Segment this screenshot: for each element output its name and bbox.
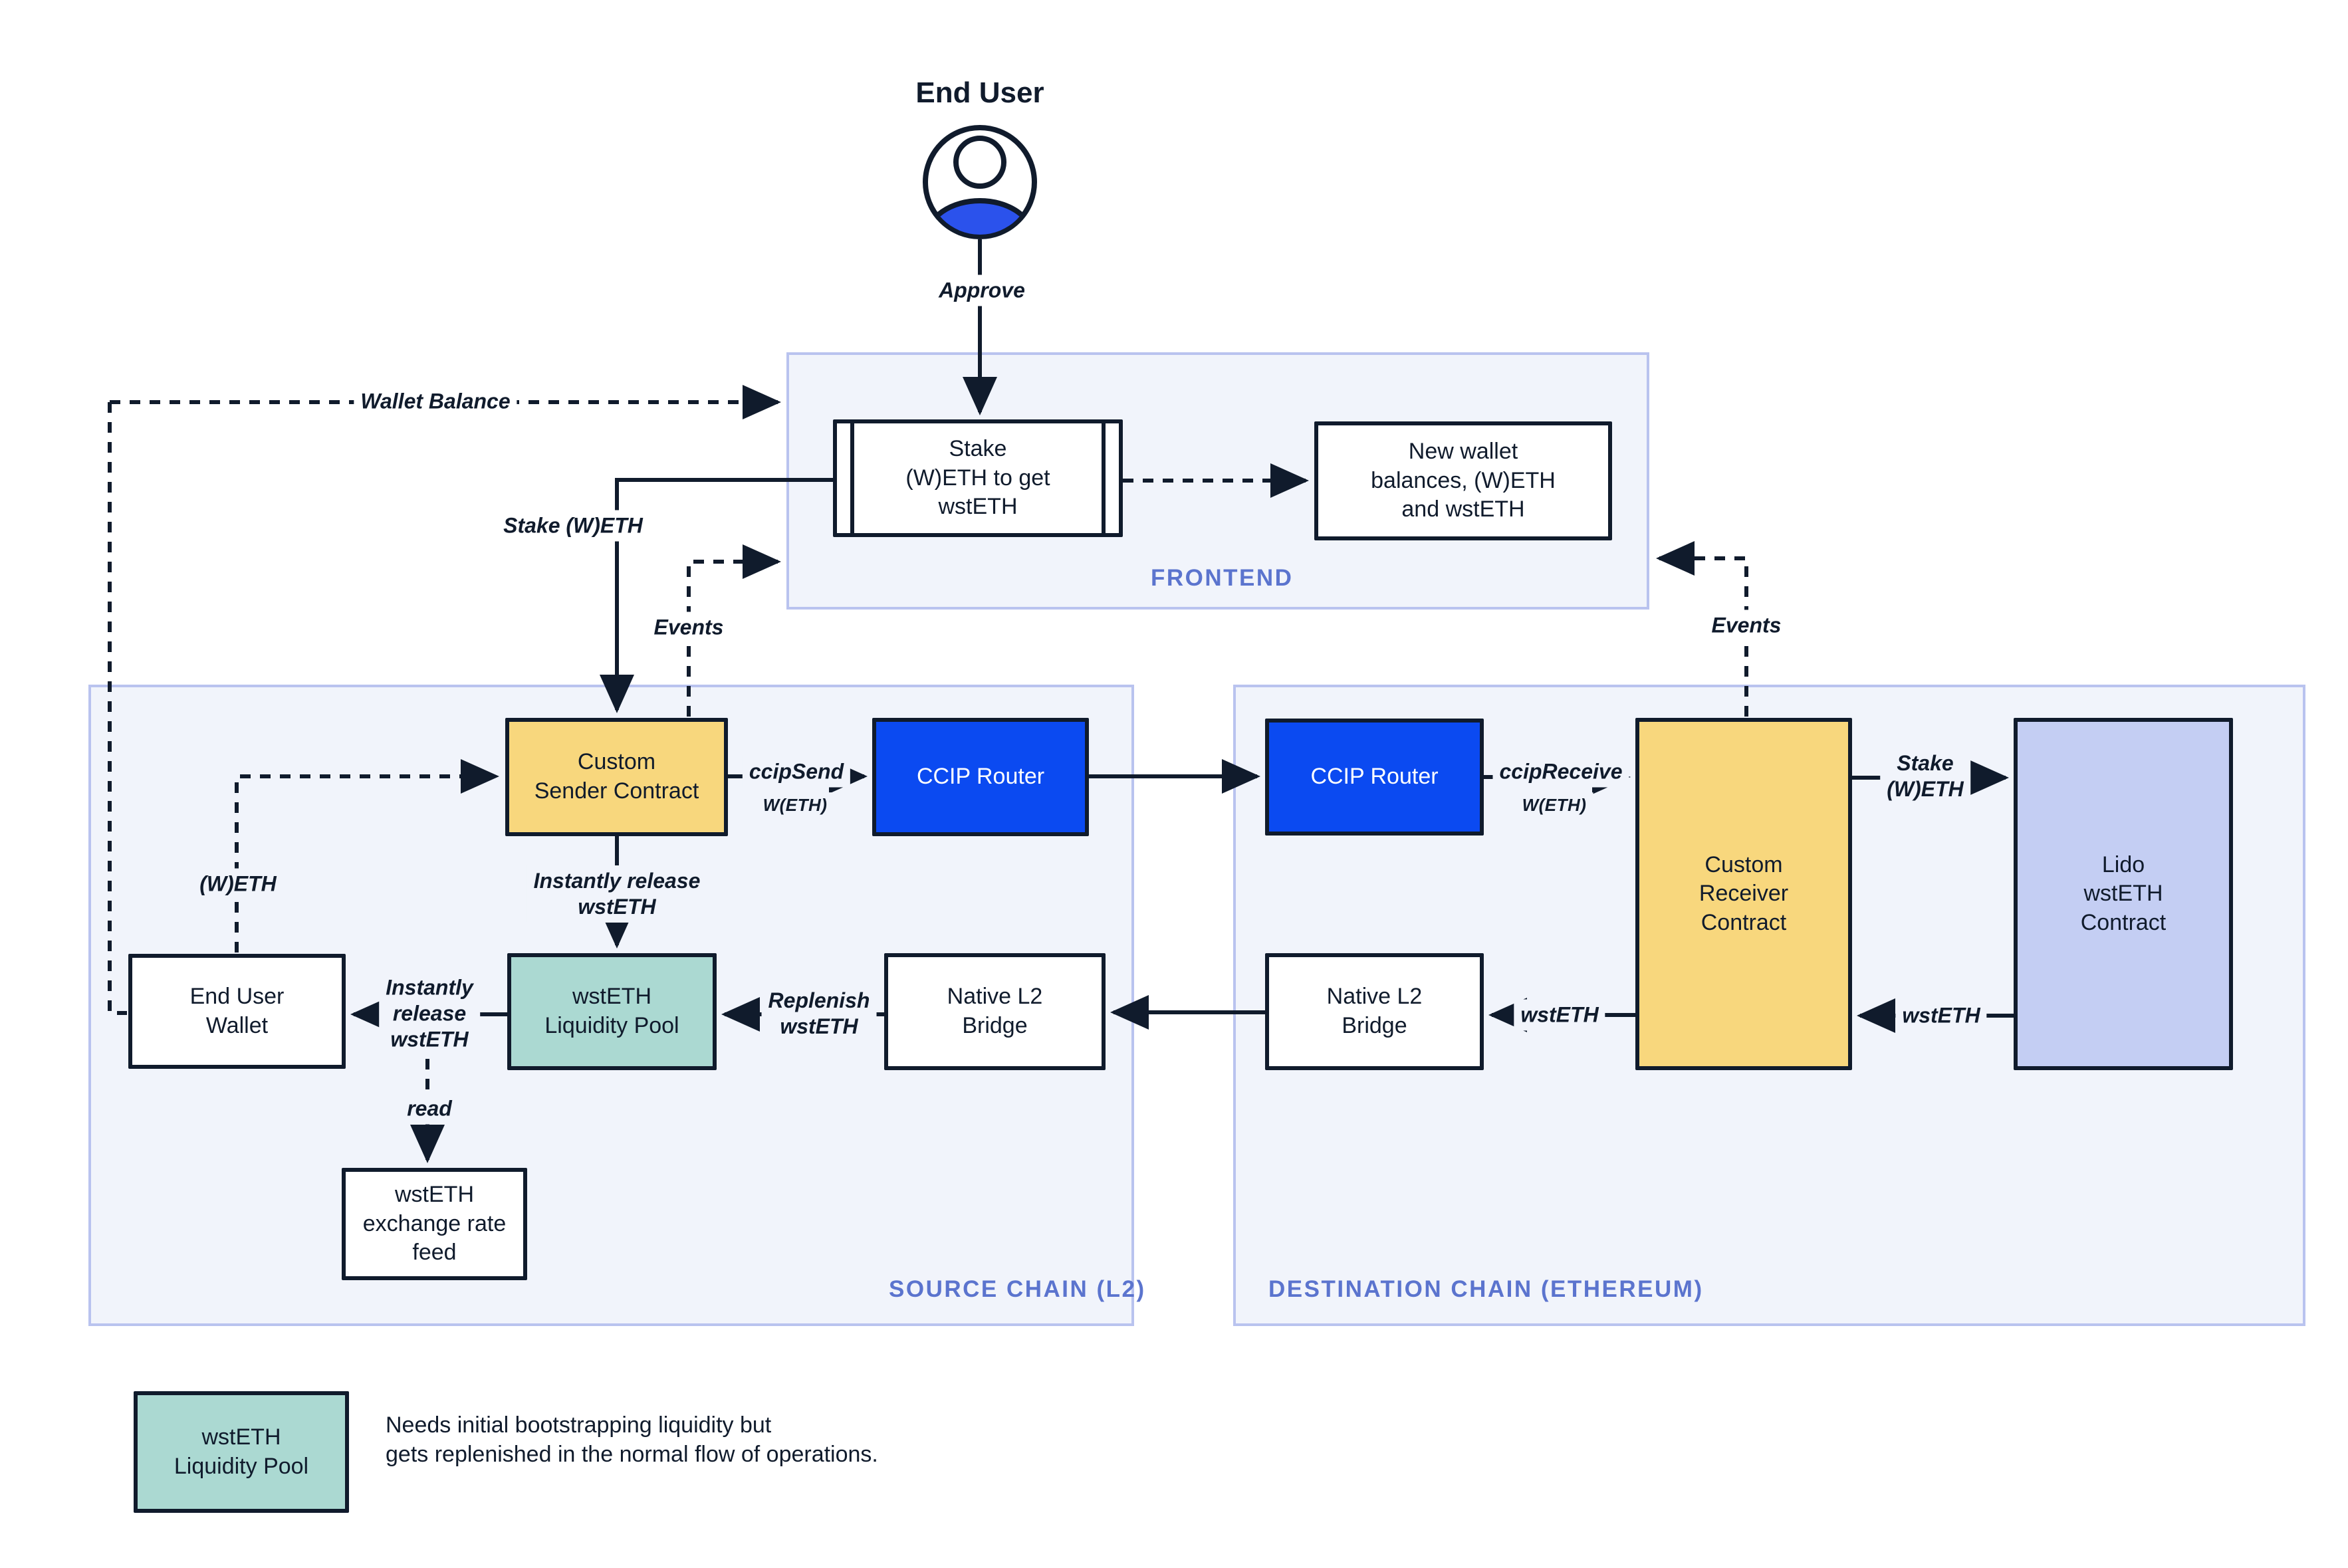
node-lido-wsteth-contract: Lido wstETH Contract <box>2014 718 2233 1070</box>
node-label: Lido wstETH Contract <box>2080 851 2167 935</box>
source-chain-label: SOURCE CHAIN (L2) <box>889 1276 1146 1302</box>
subroutine-bar-right <box>1102 423 1106 533</box>
edge-label-approve: Approve <box>932 275 1032 306</box>
node-label: Stake (W)ETH to get wstETH <box>905 436 1050 520</box>
node-label: Native L2 Bridge <box>947 984 1043 1038</box>
legend-wsteth-liquidity-pool-swatch: wstETH Liquidity Pool <box>134 1391 349 1513</box>
node-label: End User Wallet <box>189 983 285 1038</box>
destination-chain-label: DESTINATION CHAIN (ETHEREUM) <box>1268 1276 1704 1302</box>
edge-label-wsteth-from-lido: wstETH <box>1895 1000 1987 1032</box>
edge-label-events-right: Events <box>1704 610 1788 641</box>
edge-label-replenish: Replenish wstETH <box>761 984 877 1043</box>
node-wsteth-exchange-rate-feed: wstETH exchange rate feed <box>342 1168 527 1280</box>
node-custom-sender-contract: Custom Sender Contract <box>505 718 728 836</box>
node-custom-receiver-contract: Custom Receiver Contract <box>1635 718 1852 1070</box>
frontend-label: FRONTEND <box>1151 565 1294 591</box>
node-native-l2-bridge-source: Native L2 Bridge <box>884 953 1106 1070</box>
edge-weth-line <box>235 759 499 952</box>
node-label: Custom Receiver Contract <box>1699 851 1789 935</box>
edge-stake-weth-line <box>600 478 833 713</box>
node-wsteth-liquidity-pool: wstETH Liquidity Pool <box>507 953 717 1070</box>
node-label: CCIP Router <box>1310 764 1439 790</box>
node-label: wstETH exchange rate feed <box>362 1182 507 1266</box>
edge-label-wsteth-to-bridge: wstETH <box>1514 999 1605 1031</box>
edge-label-read: read <box>400 1093 459 1125</box>
edge-label-ccipreceive: ccipReceive <box>1492 756 1629 788</box>
node-label: wstETH Liquidity Pool <box>544 984 679 1038</box>
edge-label-weth: (W)ETH <box>193 868 283 900</box>
legend-swatch-label: wstETH Liquidity Pool <box>174 1424 309 1479</box>
node-end-user-wallet: End User Wallet <box>128 954 346 1069</box>
node-label: CCIP Router <box>916 764 1045 790</box>
end-user-title: End User <box>915 76 1044 109</box>
legend-caption: Needs initial bootstrapping liquidity bu… <box>386 1412 878 1467</box>
edge-label-ccipreceive-token: W(ETH) <box>1515 792 1593 819</box>
subroutine-bar-left <box>850 423 854 533</box>
node-ccip-router-source: CCIP Router <box>872 718 1089 836</box>
edge-label-ccipsend: ccipSend <box>742 756 851 788</box>
node-new-wallet-balances: New wallet balances, (W)ETH and wstETH <box>1314 421 1612 540</box>
edge-label-stake-weth: Stake (W)ETH <box>497 510 649 542</box>
edge-label-instant-release-pool: Instantly release wstETH <box>527 865 707 923</box>
edge-label-instant-release-wallet: Instantly release wstETH <box>379 972 480 1056</box>
node-stake-weth-to-get-wsteth: Stake (W)ETH to get wstETH <box>833 419 1123 537</box>
edge-label-stake-dest: Stake (W)ETH <box>1880 747 1970 806</box>
node-native-l2-bridge-destination: Native L2 Bridge <box>1265 953 1484 1070</box>
edge-label-ccipsend-token: W(ETH) <box>756 792 834 819</box>
node-label: Custom Sender Contract <box>534 749 699 804</box>
edge-label-wallet-balance: Wallet Balance <box>354 386 517 417</box>
edge-wallet-balance-drop-line <box>108 402 127 1015</box>
edge-label-events-left: Events <box>647 612 731 643</box>
node-label: Native L2 Bridge <box>1326 984 1423 1038</box>
node-ccip-router-destination: CCIP Router <box>1265 719 1484 836</box>
node-label: New wallet balances, (W)ETH and wstETH <box>1371 439 1556 522</box>
end-user-icon <box>923 125 1037 239</box>
